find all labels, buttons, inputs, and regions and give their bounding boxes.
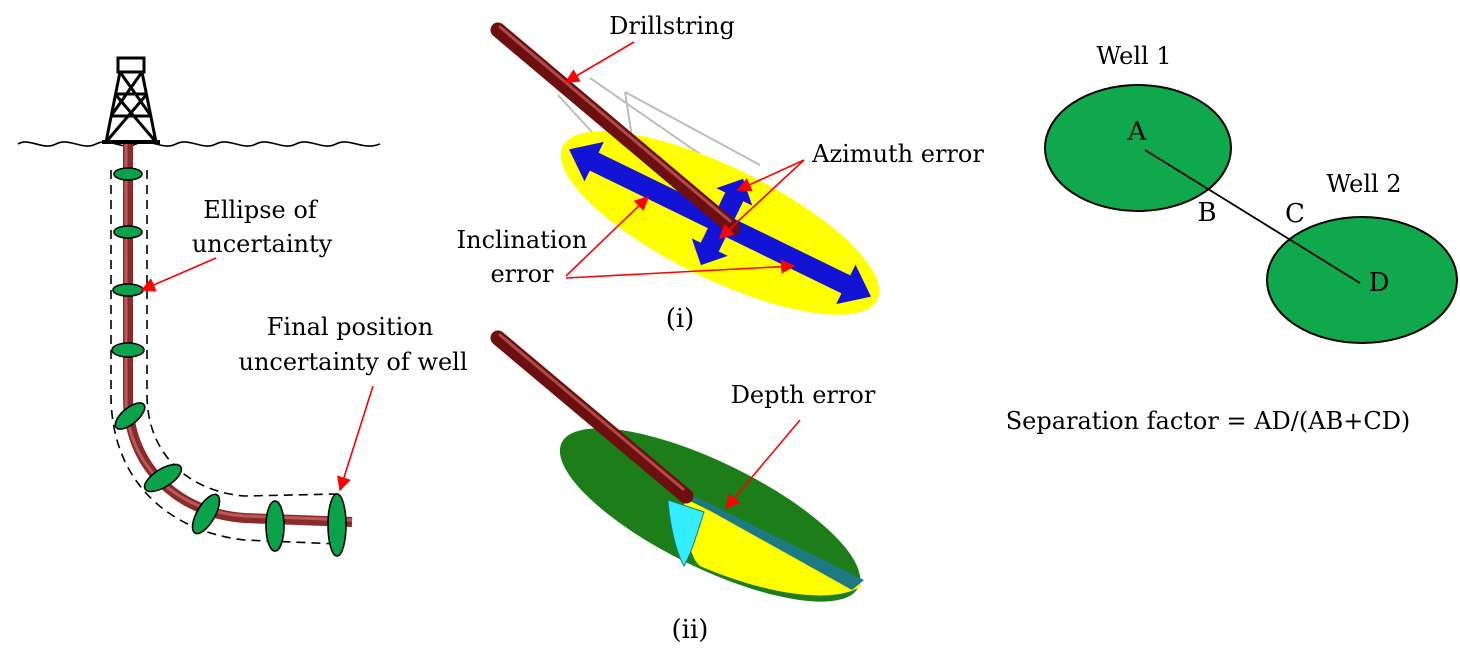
point-b-label: B <box>1197 198 1216 228</box>
point-a-label: A <box>1127 117 1148 147</box>
final-position-arrow <box>337 385 374 492</box>
uncertainty-ellipse-2 <box>113 225 143 239</box>
drillstring-pipe-highlight <box>498 25 732 223</box>
uncertainty-ellipse-7 <box>191 493 221 535</box>
final-uncertainty-ellipse <box>327 493 347 557</box>
inclination-error-label-line2: error <box>490 260 554 288</box>
ellipse-label-line2: uncertainty <box>192 230 333 258</box>
drillstring-pipe-ii <box>490 330 694 504</box>
final-position-label-line2: uncertainty of well <box>238 348 467 376</box>
middle-panel-ii: Depth error (ii) <box>490 330 876 645</box>
depth-error-arrow <box>725 419 801 510</box>
uncertainty-ellipse-6 <box>143 463 183 493</box>
uncertainty-ellipse-1 <box>113 167 143 181</box>
caption-ii: (ii) <box>672 615 709 645</box>
uncertainty-ellipse-8 <box>265 500 285 552</box>
ellipse-label-arrow <box>140 257 217 292</box>
drillstring-pipe-ii-highlight <box>498 333 685 491</box>
azimuth-arrow-2 <box>718 159 805 239</box>
inclination-arrow-1 <box>565 196 650 277</box>
separation-factor-formula: Separation factor = AD/(AB+CD) <box>1006 407 1411 435</box>
final-position-label-line1: Final position <box>267 313 433 341</box>
depth-error-yellow-region <box>684 498 862 596</box>
well-1-ellipse <box>1044 84 1232 212</box>
ellipse-label-line1: Ellipse of <box>203 196 319 224</box>
depth-error-label: Depth error <box>731 381 876 409</box>
drillstring-label: Drillstring <box>609 12 735 40</box>
uncertainty-ellipse-5 <box>114 402 146 430</box>
point-c-label: C <box>1285 199 1305 229</box>
middle-panel-i: Drillstring Azimuth error Inclination er… <box>457 12 985 334</box>
inclination-arrow-2 <box>565 259 796 279</box>
uncertainty-ellipse-3 <box>112 283 144 297</box>
path-uncertainty-ellipses <box>111 167 347 557</box>
well-2-label: Well 2 <box>1326 170 1401 198</box>
depth-error-cyan-wedge <box>667 499 705 568</box>
right-panel: Well 1 Well 2 A B C D Separation factor … <box>1006 42 1458 435</box>
depth-error-teal-band <box>680 494 864 590</box>
drillstring-pipe <box>490 22 741 236</box>
well-2-ellipse <box>1266 216 1458 344</box>
azimuth-arrow-1 <box>736 159 805 192</box>
inclination-error-label-line1: Inclination <box>457 226 588 254</box>
drillstring-label-arrow <box>564 41 635 83</box>
separation-line <box>1144 149 1361 284</box>
point-d-label: D <box>1369 268 1390 298</box>
left-panel: Ellipse of uncertainty Final position un… <box>17 56 468 557</box>
drilling-rig-derrick-icon <box>102 56 160 144</box>
azimuth-error-label: Azimuth error <box>811 140 984 168</box>
caption-i: (i) <box>666 304 695 334</box>
ground-surface-line <box>17 141 381 147</box>
uncertainty-envelope <box>110 170 339 545</box>
well-1-label: Well 1 <box>1096 42 1171 70</box>
uncertainty-ellipse-4 <box>111 342 145 358</box>
